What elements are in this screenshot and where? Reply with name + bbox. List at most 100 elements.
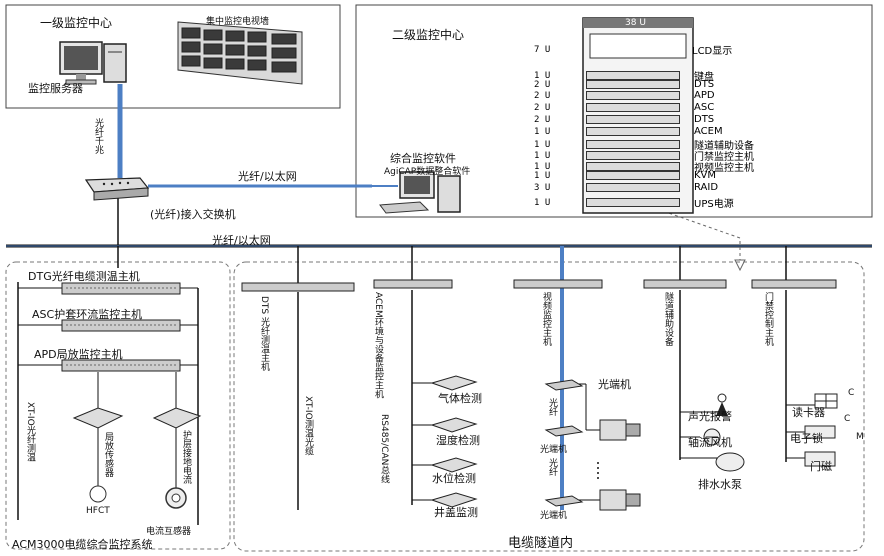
- rack-row-units: 1 U: [534, 126, 551, 137]
- rack-row-name: LCD显示: [692, 46, 733, 57]
- rack-row: 2 U DTS: [534, 114, 874, 125]
- video-wall-icon: [177, 21, 303, 85]
- rack-row: 2 U APD: [534, 90, 874, 101]
- rack-row: 1 U ACEM: [534, 126, 874, 137]
- rack-row-units: 1 U: [534, 161, 551, 172]
- rack-unit-slot: [586, 115, 680, 124]
- humidity-label: 湿度检测: [436, 434, 480, 447]
- letter-c2: C: [844, 414, 851, 424]
- rack-unit-slot: [586, 103, 680, 112]
- rack-unit-slot: [586, 91, 680, 100]
- aux-host-label: 隧道辅助设备: [663, 292, 673, 346]
- optical-terminal-label-1: 光端机: [598, 378, 631, 391]
- fiber-label-2: 光纤: [547, 458, 557, 476]
- dts-host-label: DTS 光纤测温主机: [259, 296, 269, 372]
- fiber-ethernet-top-label: 光纤/以太网: [238, 170, 297, 183]
- rack-unit-slot: [586, 162, 680, 171]
- software-sub-label: AgiCAP数据整合软件: [384, 167, 471, 177]
- video-host-device: [513, 279, 603, 289]
- rack-row-name: DTS: [694, 114, 715, 125]
- rack-row-name: DTS: [694, 79, 715, 90]
- rack-row-units: 2 U: [534, 114, 551, 125]
- exhaust-fan-label: 轴流风机: [688, 436, 732, 449]
- card-reader-icon: [814, 393, 838, 409]
- xt-cable-label: XT-IO测温光缆: [303, 396, 313, 456]
- rack-row-units: 1 U: [534, 70, 551, 81]
- dts-host-device: [241, 282, 355, 292]
- ct-label: 电流互感器: [146, 527, 192, 537]
- letter-m: M: [856, 432, 864, 442]
- rack-row: 1 U UPS电源: [534, 195, 874, 211]
- access-host-label: 门禁控制主机: [763, 292, 773, 346]
- level2-title: 二级监控中心: [392, 28, 465, 42]
- rack-row-name: APD: [694, 90, 715, 101]
- drain-pump-icon: [715, 452, 745, 472]
- rack-unit-slot: [586, 198, 680, 207]
- door-magnet-label: 门磁: [810, 460, 832, 473]
- aux-host-device: [643, 279, 727, 289]
- camera-icon-1: [599, 419, 641, 441]
- partial-discharge-sensor-icon: [72, 407, 124, 429]
- rack-unit-slot: [586, 71, 680, 80]
- rack-unit-slot: [586, 80, 680, 89]
- optical-terminal-label-2: 光端机: [540, 445, 568, 455]
- rack-row: 1 U 门禁监控主机: [534, 148, 874, 164]
- rack-row-name: ACEM: [694, 126, 723, 137]
- optical-terminal-icon-2: [544, 425, 584, 437]
- rack-row-name: UPS电源: [694, 199, 734, 210]
- software-label: 综合监控软件: [390, 152, 456, 165]
- rack-unit-slot: [586, 151, 680, 160]
- rack-row-units: 3 U: [534, 182, 551, 193]
- rack-row-units: 2 U: [534, 90, 551, 101]
- optical-terminal-icon-3: [544, 495, 584, 507]
- asc-label: ASC护套环流监控主机: [32, 308, 143, 321]
- rack-row-name: KVM: [694, 170, 717, 181]
- card-reader-label: 读卡器: [792, 406, 825, 419]
- humidity-sensor-icon: [430, 417, 478, 433]
- rack-dashed-link: [659, 209, 741, 262]
- electronic-lock-icon: [804, 425, 836, 439]
- rack-row-units: 1 U: [534, 170, 551, 181]
- water-sensor-icon: [430, 457, 478, 473]
- optical-terminal-label-3: 光端机: [540, 511, 568, 521]
- optical-terminal-icon-1: [544, 379, 584, 391]
- dtg-label: DTG光纤电缆测温主机: [28, 270, 140, 283]
- manhole-label: 井盖监测: [434, 506, 478, 519]
- ct-icon: [165, 487, 187, 509]
- sound-light-label: 声光报警: [688, 410, 732, 423]
- rack-row-name: ASC: [694, 102, 715, 113]
- fiber-label-1: 光纤: [547, 398, 557, 416]
- workstation-icon: [379, 171, 461, 214]
- rack-row-units: 1 U: [534, 197, 551, 208]
- rack-row-units: 1 U: [534, 150, 551, 161]
- camera-icon-2: [599, 489, 641, 511]
- rack-row-name: 隧道辅助设备: [694, 141, 754, 152]
- tunnel-frame: [233, 261, 865, 552]
- apd-host-device: [61, 359, 181, 372]
- bus-label: 光纤/以太网: [212, 234, 271, 247]
- rack-row: 1 U KVM: [534, 170, 874, 181]
- apd-label: APD局放监控主机: [34, 348, 123, 361]
- hfct-icon: [89, 485, 107, 503]
- rack-unit-slot: [586, 183, 680, 192]
- level1-frame: [5, 4, 341, 109]
- network-switch-icon: [84, 177, 150, 201]
- gas-sensor-icon: [430, 375, 478, 391]
- dtg-host-device: [61, 282, 181, 295]
- server-computer-icon: [59, 41, 127, 85]
- sheath-current-label: 护层接地电流: [181, 430, 191, 484]
- rack-unit-slot: [586, 171, 680, 180]
- asc-host-device: [61, 319, 181, 332]
- hfct-label: HFCT: [86, 506, 110, 516]
- sheath-current-sensor-icon: [152, 407, 202, 429]
- switch-label: (光纤)接入交换机: [150, 208, 236, 221]
- rack-row-name: 门禁监控主机: [694, 152, 754, 163]
- level1-title: 一级监控中心: [40, 16, 113, 30]
